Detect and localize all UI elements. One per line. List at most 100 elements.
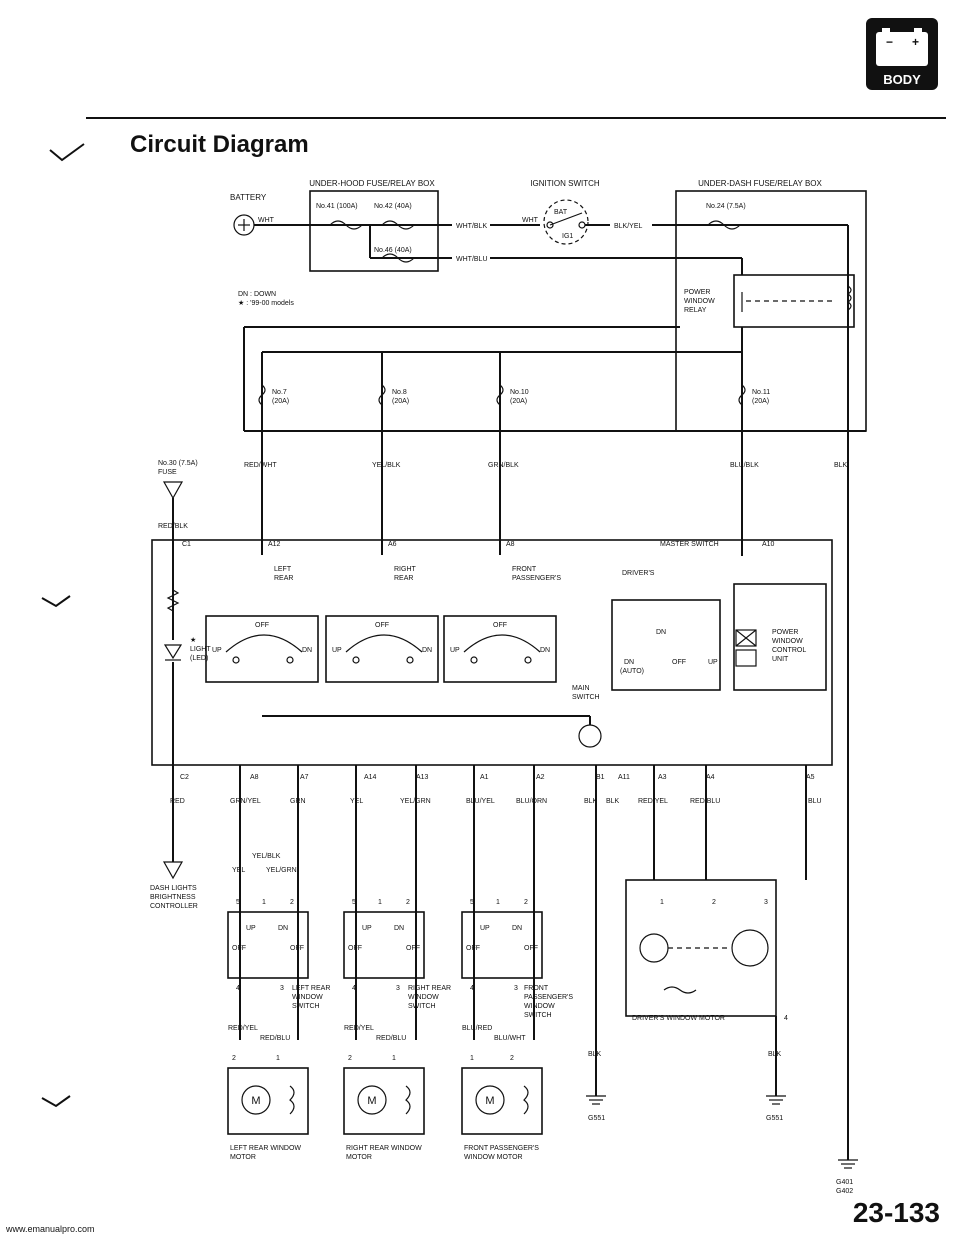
diagram-label: RED bbox=[170, 798, 185, 805]
switch-position-label: DN bbox=[540, 647, 550, 654]
switch-position-label: DN bbox=[422, 647, 432, 654]
switch-position-label: UP bbox=[332, 647, 342, 654]
main-switch-label: MAIN bbox=[572, 685, 590, 692]
diagram-label: 1 bbox=[660, 899, 664, 906]
diagram-label: 2 bbox=[524, 899, 528, 906]
pin-label: A10 bbox=[762, 541, 775, 548]
switch-position-label: UP bbox=[708, 659, 718, 666]
fuse-label: (20A) bbox=[752, 398, 769, 405]
wire-label: WHT bbox=[522, 217, 539, 224]
body-section-badge: − + BODY bbox=[866, 18, 938, 90]
switch-position-label: UP bbox=[450, 647, 460, 654]
fuse-label: (20A) bbox=[510, 398, 527, 405]
diagram-label: UP bbox=[480, 925, 490, 932]
dash-lights-label: BRIGHTNESS bbox=[150, 894, 196, 901]
fuse-label: No.24 (7.5A) bbox=[706, 203, 746, 210]
diagram-label: 5 bbox=[236, 899, 240, 906]
main-switch-icon bbox=[578, 724, 602, 748]
wire-label: BLU/BLK bbox=[730, 462, 759, 469]
diagram-label: 5 bbox=[352, 899, 356, 906]
main-switch-label: SWITCH bbox=[572, 694, 600, 701]
diagram-label: 4 bbox=[470, 985, 474, 992]
diagram-label: WINDOW bbox=[408, 994, 439, 1001]
led-label: ★ bbox=[190, 636, 196, 644]
motor-icon: M bbox=[485, 1095, 494, 1107]
right-rear-motor: 2 1 M RIGHT REAR WINDOW MOTOR bbox=[343, 1055, 425, 1161]
wire-label: WHT/BLU bbox=[456, 256, 488, 263]
legend-note: ★ : '99-00 models bbox=[238, 299, 294, 307]
switch-position-label: OFF bbox=[255, 622, 269, 629]
control-unit-relay-icon bbox=[735, 629, 757, 667]
motor-icon: M bbox=[251, 1095, 260, 1107]
switch-position-label: UP bbox=[212, 647, 222, 654]
diagram-label: GRN/YEL bbox=[230, 798, 261, 805]
diagram-label: G401 bbox=[836, 1179, 853, 1186]
diagram-label: 3 bbox=[396, 985, 400, 992]
diagram-label: FRONT PASSENGER'S bbox=[464, 1145, 539, 1152]
ground-g551-right: BLK G551 bbox=[766, 1051, 786, 1122]
pin-label: A12 bbox=[268, 541, 281, 548]
diagram-label: A8 bbox=[250, 774, 259, 781]
diagram-label: DN bbox=[278, 925, 288, 932]
front-pass-window-switch: 5 1 2 UP DN OFF OFF 4 3 FRONT PASSENGER'… bbox=[461, 899, 573, 1019]
diagram-label: UP bbox=[246, 925, 256, 932]
sub-switch-label: REAR bbox=[274, 575, 293, 582]
diagram-label: LEFT REAR bbox=[292, 985, 330, 992]
pin-label: C1 bbox=[182, 541, 191, 548]
diagram-label: WINDOW bbox=[524, 1003, 555, 1010]
wire-label: WHT bbox=[258, 217, 275, 224]
diagram-label: A4 bbox=[706, 774, 715, 781]
diagram-label: 3 bbox=[764, 899, 768, 906]
underdash-box-label: UNDER-DASH FUSE/RELAY BOX bbox=[698, 179, 822, 188]
pin-row-bottom: C2 A8 A7 A14 A13 A1 A2 B1 A11 A3 A4 A5 bbox=[180, 774, 815, 781]
driver-switch-box bbox=[611, 599, 721, 691]
diagram-label: 2 bbox=[232, 1055, 236, 1062]
diagram-label: OFF bbox=[406, 945, 420, 952]
diagram-label: + bbox=[912, 35, 919, 49]
diagram-label: DN bbox=[512, 925, 522, 932]
pin-label: A8 bbox=[506, 541, 515, 548]
wire-label: RED/BLU bbox=[376, 1035, 406, 1042]
underhood-box bbox=[309, 190, 439, 272]
left-rear-window-switch: YEL/BLK YEL YEL/GRN 5 1 2 UP DN OFF OFF … bbox=[227, 853, 330, 1010]
diagram-label: A5 bbox=[806, 774, 815, 781]
diagram-label: BLU/ORN bbox=[516, 798, 547, 805]
sub-switch-label: PASSENGER'S bbox=[512, 575, 561, 582]
diagram-label: 1 bbox=[378, 899, 382, 906]
diagram-label: G551 bbox=[588, 1115, 605, 1122]
diagram-label: A13 bbox=[416, 774, 429, 781]
drivers-window-motor: 1 2 3 4 DRIVER'S WINDOW MOTOR bbox=[625, 879, 788, 1022]
sub-switch-label: FRONT bbox=[512, 566, 537, 573]
diagram-label: A7 bbox=[300, 774, 309, 781]
diagram-label: 4 bbox=[352, 985, 356, 992]
control-unit-label: UNIT bbox=[772, 656, 789, 663]
diagram-label: SWITCH bbox=[408, 1003, 436, 1010]
right-rear-window-switch: 5 1 2 UP DN OFF OFF 4 3 RIGHT REAR WINDO… bbox=[343, 899, 451, 1010]
wire-label: GRN/BLK bbox=[488, 462, 519, 469]
diagram-label: DRIVER'S WINDOW MOTOR bbox=[632, 1015, 725, 1022]
sub-switch-label: LEFT bbox=[274, 566, 292, 573]
relay-label: WINDOW bbox=[684, 298, 715, 305]
diagram-label: 1 bbox=[496, 899, 500, 906]
led-label: (LED) bbox=[190, 655, 208, 662]
switch-position-label: OFF bbox=[493, 622, 507, 629]
diagram-label: OFF bbox=[348, 945, 362, 952]
sub-switch-label: RIGHT bbox=[394, 566, 417, 573]
diagram-label: RIGHT REAR bbox=[408, 985, 451, 992]
diagram-label: − bbox=[886, 35, 893, 49]
drivers-label: DRIVER'S bbox=[622, 570, 655, 577]
diagram-label: WINDOW MOTOR bbox=[464, 1154, 523, 1161]
wire-label: RED/BLU bbox=[260, 1035, 290, 1042]
diagram-label: 1 bbox=[262, 899, 266, 906]
switch-position-label: OFF bbox=[375, 622, 389, 629]
diagram-label: RIGHT REAR WINDOW bbox=[346, 1145, 422, 1152]
diagram-label: DN bbox=[394, 925, 404, 932]
diagram-label: BLU/YEL bbox=[466, 798, 495, 805]
diagram-label: 3 bbox=[514, 985, 518, 992]
diagram-label: OFF bbox=[524, 945, 538, 952]
fuse-label: No.10 bbox=[510, 389, 529, 396]
relay-label: RELAY bbox=[684, 307, 707, 314]
fuse-label: No.7 bbox=[272, 389, 287, 396]
diagram-label: A3 bbox=[658, 774, 667, 781]
